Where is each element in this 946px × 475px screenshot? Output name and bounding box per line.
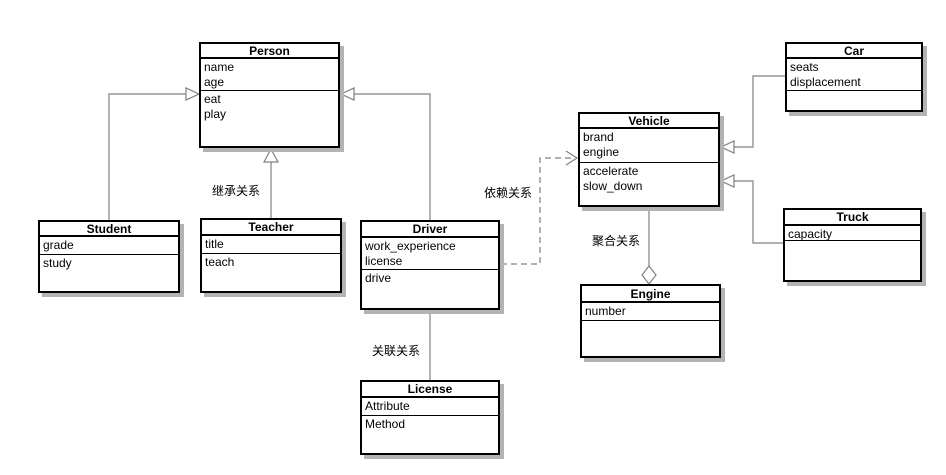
- inheritance-arrow-icon: [262, 147, 280, 163]
- edge-car-vehicle-inheritance: [719, 75, 785, 154]
- class-car: Car seats displacement: [785, 42, 923, 112]
- class-methods: drive: [362, 270, 498, 308]
- class-attributes: seats displacement: [787, 59, 921, 91]
- class-attributes: number: [582, 303, 719, 321]
- class-methods: teach: [202, 254, 340, 291]
- method: study: [43, 256, 72, 270]
- class-attributes: name age: [201, 59, 338, 91]
- class-attributes: work_experience license: [362, 238, 498, 270]
- class-attributes: Attribute: [362, 398, 498, 416]
- aggregation-diamond-icon: [641, 265, 657, 285]
- edge-driver-person-inheritance: [339, 87, 431, 220]
- attribute: age: [204, 75, 225, 89]
- class-engine: Engine number: [580, 284, 721, 358]
- class-title: Car: [787, 44, 921, 59]
- class-license: License Attribute Method: [360, 380, 500, 455]
- attribute: seats: [790, 60, 819, 74]
- label-inheritance: 继承关系: [212, 184, 261, 198]
- inheritance-arrow-icon: [185, 87, 201, 101]
- method: accelerate: [583, 164, 639, 178]
- class-title: License: [362, 382, 498, 398]
- class-attributes: capacity: [785, 226, 920, 241]
- class-attributes: brand engine: [580, 129, 718, 163]
- edge-student-person-inheritance: [108, 87, 201, 220]
- inheritance-arrow-icon: [719, 140, 735, 154]
- attribute: title: [205, 237, 224, 251]
- class-methods: study: [40, 255, 178, 291]
- method: play: [204, 107, 227, 121]
- class-title: Engine: [582, 286, 719, 303]
- method: drive: [365, 271, 392, 285]
- class-title: Truck: [785, 210, 920, 226]
- inheritance-arrow-icon: [719, 174, 735, 188]
- edge-truck-vehicle-inheritance: [719, 174, 783, 244]
- class-title: Person: [201, 44, 338, 59]
- edge-vehicle-engine-aggregation: [641, 208, 657, 285]
- label-association: 关联关系: [372, 344, 421, 358]
- class-methods: eat play: [201, 91, 338, 146]
- class-attributes: grade: [40, 237, 178, 255]
- attribute: grade: [43, 238, 74, 252]
- class-truck: Truck capacity: [783, 208, 922, 282]
- dependency-arrow-icon: [565, 150, 579, 166]
- attribute: displacement: [790, 75, 861, 89]
- attribute: brand: [583, 130, 614, 144]
- attribute: work_experience: [365, 239, 456, 253]
- attribute: capacity: [788, 227, 833, 241]
- method: Method: [365, 417, 406, 431]
- attribute: Attribute: [365, 399, 410, 413]
- class-person: Person name age eat play: [199, 42, 340, 148]
- attribute: engine: [583, 145, 620, 159]
- attribute: license: [365, 254, 403, 268]
- class-methods: [582, 321, 719, 356]
- class-title: Student: [40, 222, 178, 237]
- method: teach: [205, 255, 235, 269]
- edge-teacher-person-inheritance: [262, 147, 280, 218]
- class-methods: [785, 241, 920, 280]
- attribute: name: [204, 60, 235, 74]
- class-teacher: Teacher title teach: [200, 218, 342, 293]
- class-methods: Method: [362, 416, 498, 453]
- class-title: Driver: [362, 222, 498, 238]
- edge-driver-vehicle-dependency: [501, 150, 579, 265]
- method: slow_down: [583, 179, 643, 193]
- attribute: number: [585, 304, 626, 318]
- class-methods: accelerate slow_down: [580, 163, 718, 205]
- inheritance-arrow-icon: [339, 87, 355, 101]
- class-student: Student grade study: [38, 220, 180, 293]
- class-title: Teacher: [202, 220, 340, 236]
- label-dependency: 依赖关系: [484, 186, 533, 200]
- class-methods: [787, 91, 921, 110]
- class-driver: Driver work_experience license drive: [360, 220, 500, 310]
- method: eat: [204, 92, 221, 106]
- label-aggregation: 聚合关系: [592, 234, 641, 248]
- class-vehicle: Vehicle brand engine accelerate slow_dow…: [578, 112, 720, 207]
- class-attributes: title: [202, 236, 340, 254]
- class-title: Vehicle: [580, 114, 718, 129]
